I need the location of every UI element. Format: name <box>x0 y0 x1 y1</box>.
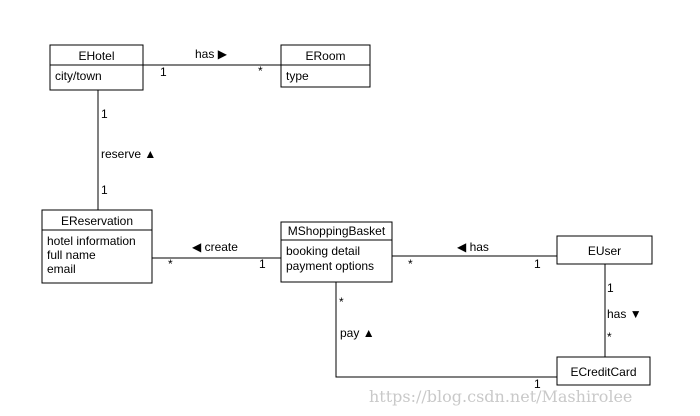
class-ereservation-attr-3: email <box>47 262 76 276</box>
mult-pay-1: 1 <box>534 377 541 391</box>
mult-create-star: * <box>168 257 173 271</box>
association-lines <box>97 64 606 378</box>
mult-user-card-star: * <box>607 330 612 344</box>
assoc-user-basket-labels: ◀ has * 1 <box>408 240 541 271</box>
class-eroom[interactable]: ERoom type <box>280 44 371 88</box>
mult-create-1: 1 <box>259 257 266 271</box>
assoc-label-create: ◀ create <box>192 240 238 254</box>
class-ehotel-name: EHotel <box>78 49 114 63</box>
class-ereservation-attr-2: full name <box>47 248 96 262</box>
mult-hotel-reserve-top: 1 <box>101 107 108 121</box>
assoc-basket-card-labels: * pay ▲ 1 <box>339 295 541 391</box>
mult-user-basket-1: 1 <box>534 257 541 271</box>
assoc-label-has-3: has ▼ <box>607 307 642 321</box>
class-eroom-name: ERoom <box>305 49 345 63</box>
class-mshoppingbasket-name: MShoppingBasket <box>288 224 386 238</box>
arrow-left-icon: ◀ <box>192 240 202 254</box>
class-ereservation-name: EReservation <box>61 214 133 228</box>
class-mshoppingbasket-attr-1: booking detail <box>286 244 360 258</box>
arrow-down-icon: ▼ <box>630 307 642 321</box>
arrow-up-icon: ▲ <box>144 147 156 161</box>
assoc-line-basket-card <box>335 282 557 378</box>
assoc-label-has-2: ◀ has <box>457 240 489 254</box>
mult-hotel-reserve-bottom: 1 <box>101 183 108 197</box>
class-ecreditcard[interactable]: ECreditCard <box>556 356 651 386</box>
class-ereservation-attr-1: hotel information <box>47 234 136 248</box>
arrow-right-icon: ▶ <box>218 47 228 61</box>
watermark-text: https://blog.csdn.net/Mashirolee <box>369 387 632 406</box>
class-ehotel[interactable]: EHotel city/town <box>49 44 144 91</box>
class-ehotel-attr: city/town <box>55 69 102 83</box>
class-euser[interactable]: EUser <box>556 235 653 265</box>
assoc-label-has-1: has ▶ <box>195 47 228 61</box>
assoc-label-reserve: reserve ▲ <box>101 147 156 161</box>
assoc-label-pay: pay ▲ <box>340 326 375 340</box>
assoc-basket-reservation-labels: ◀ create * 1 <box>168 240 266 271</box>
mult-user-card-1: 1 <box>607 281 614 295</box>
class-ereservation[interactable]: EReservation hotel information full name… <box>41 209 153 284</box>
class-eroom-attr: type <box>286 69 309 83</box>
arrow-left-icon: ◀ <box>457 240 467 254</box>
mult-hotel-room-1: 1 <box>160 65 167 79</box>
class-euser-name: EUser <box>588 244 621 258</box>
class-mshoppingbasket-attr-2: payment options <box>286 259 374 273</box>
mult-pay-star: * <box>339 295 344 309</box>
class-mshoppingbasket[interactable]: MShoppingBasket booking detail payment o… <box>280 221 393 283</box>
assoc-hotel-room-labels: has ▶ 1 * <box>160 47 263 79</box>
arrow-up-icon: ▲ <box>363 326 375 340</box>
assoc-user-card-labels: 1 has ▼ * <box>607 281 642 344</box>
class-ecreditcard-name: ECreditCard <box>570 365 636 379</box>
mult-hotel-room-star: * <box>258 64 263 78</box>
mult-user-basket-star: * <box>408 257 413 271</box>
assoc-hotel-reservation-labels: 1 reserve ▲ 1 <box>101 107 156 197</box>
